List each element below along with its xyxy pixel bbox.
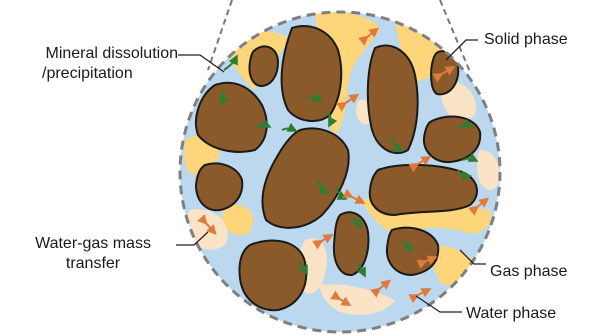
grain-12 bbox=[239, 241, 306, 311]
label-water-phase: Water phase bbox=[466, 304, 556, 324]
label-watergas-line1: Water-gas mass bbox=[10, 234, 176, 254]
label-water-gas-transfer: Water-gas mass transfer bbox=[10, 234, 176, 274]
label-watergas-line2: transfer bbox=[10, 254, 176, 274]
label-mineral-dissolution: Mineral dissolution /precipitation bbox=[8, 44, 178, 84]
grain-2 bbox=[250, 46, 279, 86]
grain-4 bbox=[368, 46, 418, 154]
label-gas-phase: Gas phase bbox=[490, 262, 567, 282]
leader-mineral bbox=[178, 55, 224, 72]
grain-11 bbox=[387, 228, 438, 275]
grain-10 bbox=[334, 212, 369, 275]
label-mineral-line1: Mineral dissolution bbox=[8, 44, 178, 64]
grain-8 bbox=[196, 163, 242, 210]
label-mineral-line2: /precipitation bbox=[8, 64, 178, 84]
grain-1 bbox=[282, 26, 342, 121]
label-solid-phase: Solid phase bbox=[484, 30, 568, 50]
